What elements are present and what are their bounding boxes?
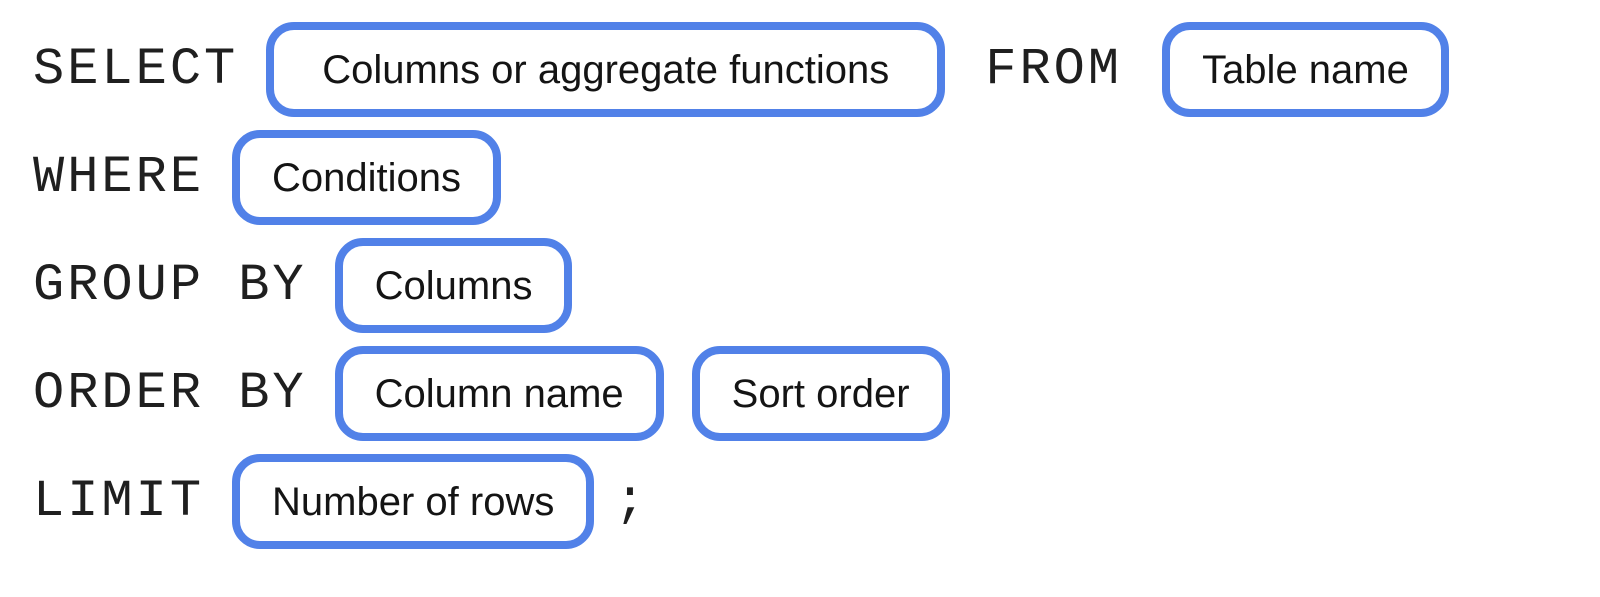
clause-row-group-by: GROUP BY Columns <box>33 238 1600 333</box>
clause-row-select-from: SELECT Columns or aggregate functions FR… <box>33 22 1600 117</box>
keyword-from: FROM <box>985 39 1123 99</box>
keyword-where: WHERE <box>33 147 205 207</box>
placeholder-pill-sort-order: Sort order <box>691 346 950 441</box>
placeholder-pill-table-name: Table name <box>1162 22 1449 117</box>
placeholder-pill-columns-or-aggregate-functions: Columns or aggregate functions <box>266 22 946 117</box>
clause-row-limit: LIMIT Number of rows ; <box>33 454 1600 549</box>
keyword-select: SELECT <box>33 39 239 99</box>
keyword-order-by: ORDER BY <box>33 363 307 423</box>
clause-row-order-by: ORDER BY Column name Sort order <box>33 346 1600 441</box>
keyword-limit: LIMIT <box>33 471 205 531</box>
clause-row-where: WHERE Conditions <box>33 130 1600 225</box>
placeholder-pill-number-of-rows: Number of rows <box>232 454 595 549</box>
statement-semicolon: ; <box>614 471 649 531</box>
placeholder-pill-conditions: Conditions <box>232 130 502 225</box>
placeholder-pill-column-name: Column name <box>334 346 664 441</box>
keyword-group-by: GROUP BY <box>33 255 307 315</box>
placeholder-pill-columns: Columns <box>334 238 573 333</box>
